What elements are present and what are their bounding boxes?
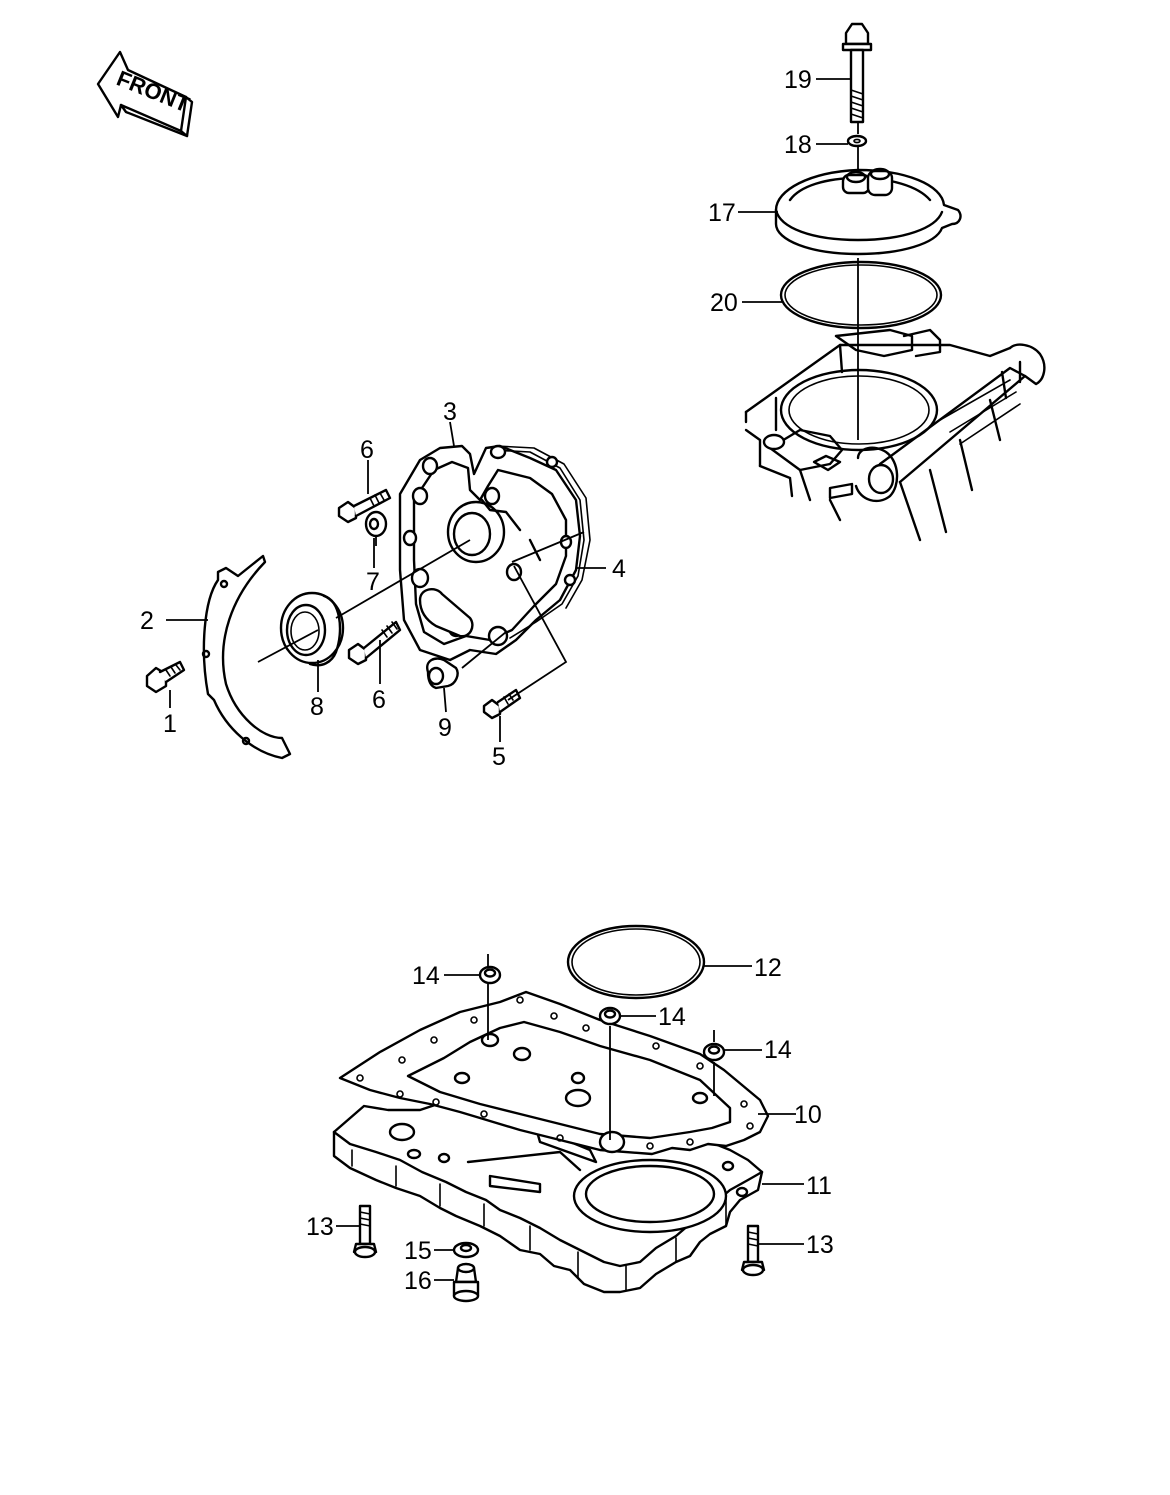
washer-18-shape	[846, 134, 868, 148]
callout-2: 2	[140, 607, 154, 635]
callout-17: 17	[708, 199, 736, 227]
bolt-1-shape	[145, 660, 186, 694]
callout-18: 18	[784, 131, 812, 159]
screw-5-shape	[482, 688, 522, 720]
callout-20: 20	[710, 289, 738, 317]
o-ring-20-shape	[779, 260, 943, 330]
callout-9: 9	[438, 714, 452, 742]
callout-16: 16	[404, 1267, 432, 1295]
bolt-13-left-shape	[352, 1204, 378, 1259]
front-cover-3-shape	[398, 444, 591, 662]
cap-17-shape	[774, 167, 962, 256]
callout-3: 3	[443, 398, 457, 426]
washer-15-shape	[452, 1241, 480, 1259]
bolt-6-lower-shape	[347, 620, 402, 666]
washer-14a-shape	[478, 965, 502, 985]
callout-labels: 1 2 3 4 5 6 6 7 8 9 10 11 12 13 13 14 14…	[140, 66, 834, 1295]
callout-13-right: 13	[806, 1231, 834, 1259]
oil-pan-gasket-10-shape	[338, 990, 770, 1156]
callout-6-lower: 6	[372, 686, 386, 714]
callout-5: 5	[492, 743, 506, 771]
callout-15: 15	[404, 1237, 432, 1265]
callout-14-right: 14	[764, 1036, 792, 1064]
drain-plug-16-shape	[452, 1262, 480, 1303]
front-cover-assembly	[145, 444, 591, 760]
callout-11: 11	[806, 1172, 832, 1200]
oil-pan-assembly	[332, 924, 770, 1303]
callout-4: 4	[612, 555, 626, 583]
chain-guide-2-shape	[201, 554, 292, 760]
callout-14-middle: 14	[658, 1003, 686, 1031]
bolt-19-shape	[841, 22, 873, 124]
leader-lines	[166, 78, 851, 1281]
oil-cap-assembly	[744, 22, 1046, 542]
crankcase-fragment-shape	[744, 328, 1046, 542]
callout-19: 19	[784, 66, 812, 94]
oil-seal-8-shape	[279, 591, 345, 667]
bolt-13-right-shape	[740, 1224, 766, 1277]
callout-10: 10	[794, 1101, 822, 1129]
o-ring-12-shape	[566, 924, 706, 1000]
callout-6-upper: 6	[360, 436, 374, 464]
callout-12: 12	[754, 954, 782, 982]
callout-14-left: 14	[412, 962, 440, 990]
grommet-9-shape	[426, 657, 459, 690]
callout-13-left: 13	[306, 1213, 334, 1241]
collar-7-shape	[364, 510, 388, 538]
washer-14b-shape	[598, 1006, 622, 1026]
callout-7: 7	[366, 568, 380, 596]
front-arrow-icon: FRONT	[96, 50, 193, 138]
washer-14c-shape	[702, 1042, 726, 1062]
callout-8: 8	[310, 693, 324, 721]
bolt-6-upper-shape	[337, 488, 392, 524]
callout-1: 1	[163, 710, 177, 738]
